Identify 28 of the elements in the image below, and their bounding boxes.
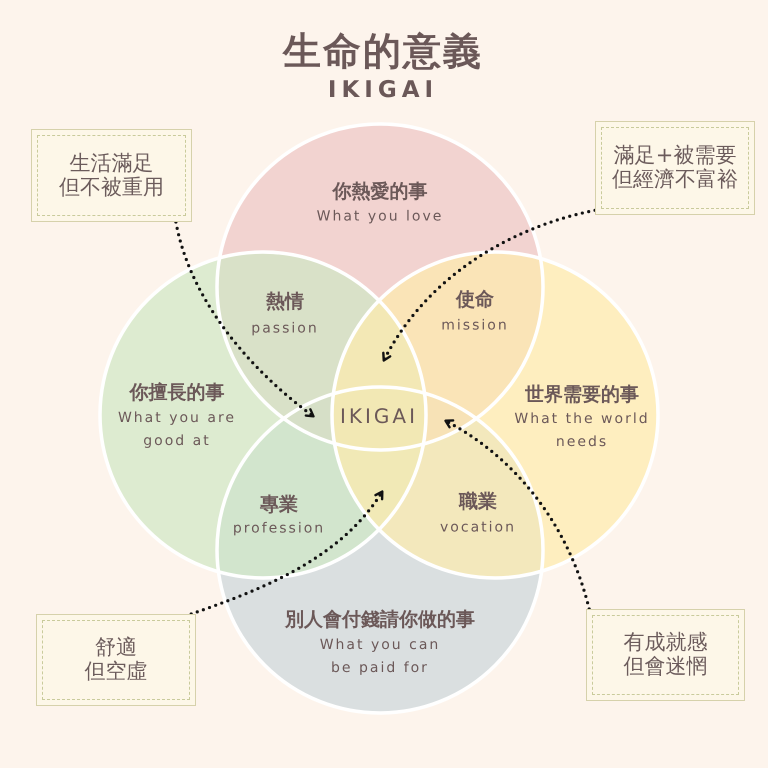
overlap-caption: passion	[251, 320, 319, 338]
overlap-label: 職業	[459, 490, 497, 514]
note-box: 有成就感但會迷惘	[586, 609, 745, 701]
dotted-arrow	[174, 220, 315, 418]
subtitle: IKIGAI	[328, 77, 438, 105]
circle-label: 你熱愛的事	[332, 180, 428, 204]
circle-label: 別人會付錢請你做的事	[285, 608, 475, 632]
circle-label: 世界需要的事	[525, 384, 639, 406]
circle-label: 你擅長的事	[130, 382, 224, 404]
dotted-arrow	[190, 490, 384, 616]
note-box: 滿足+被需要但經濟不富裕	[595, 121, 755, 215]
center-label: IKIGAI	[340, 404, 418, 428]
overlap-caption: profession	[232, 520, 326, 538]
overlap-caption: vocation	[440, 518, 516, 538]
overlap-caption: mission	[441, 316, 509, 336]
title: 生命的意義	[283, 29, 483, 75]
circle-caption: What the world needs	[513, 410, 651, 452]
overlap-label: 專業	[260, 494, 298, 516]
circle-caption: What you can be paid for	[318, 636, 442, 678]
overlap-label: 使命	[456, 288, 494, 312]
note-box: 生活滿足但不被重用	[31, 129, 192, 222]
venn-circle	[330, 250, 660, 580]
circle-caption: What you are good at	[116, 409, 238, 451]
dotted-arrow	[444, 419, 591, 611]
overlap-label: 熱情	[266, 290, 304, 314]
circle-caption: What you love	[316, 208, 444, 226]
note-box: 舒適但空虛	[36, 614, 196, 706]
dotted-arrow	[382, 208, 597, 362]
